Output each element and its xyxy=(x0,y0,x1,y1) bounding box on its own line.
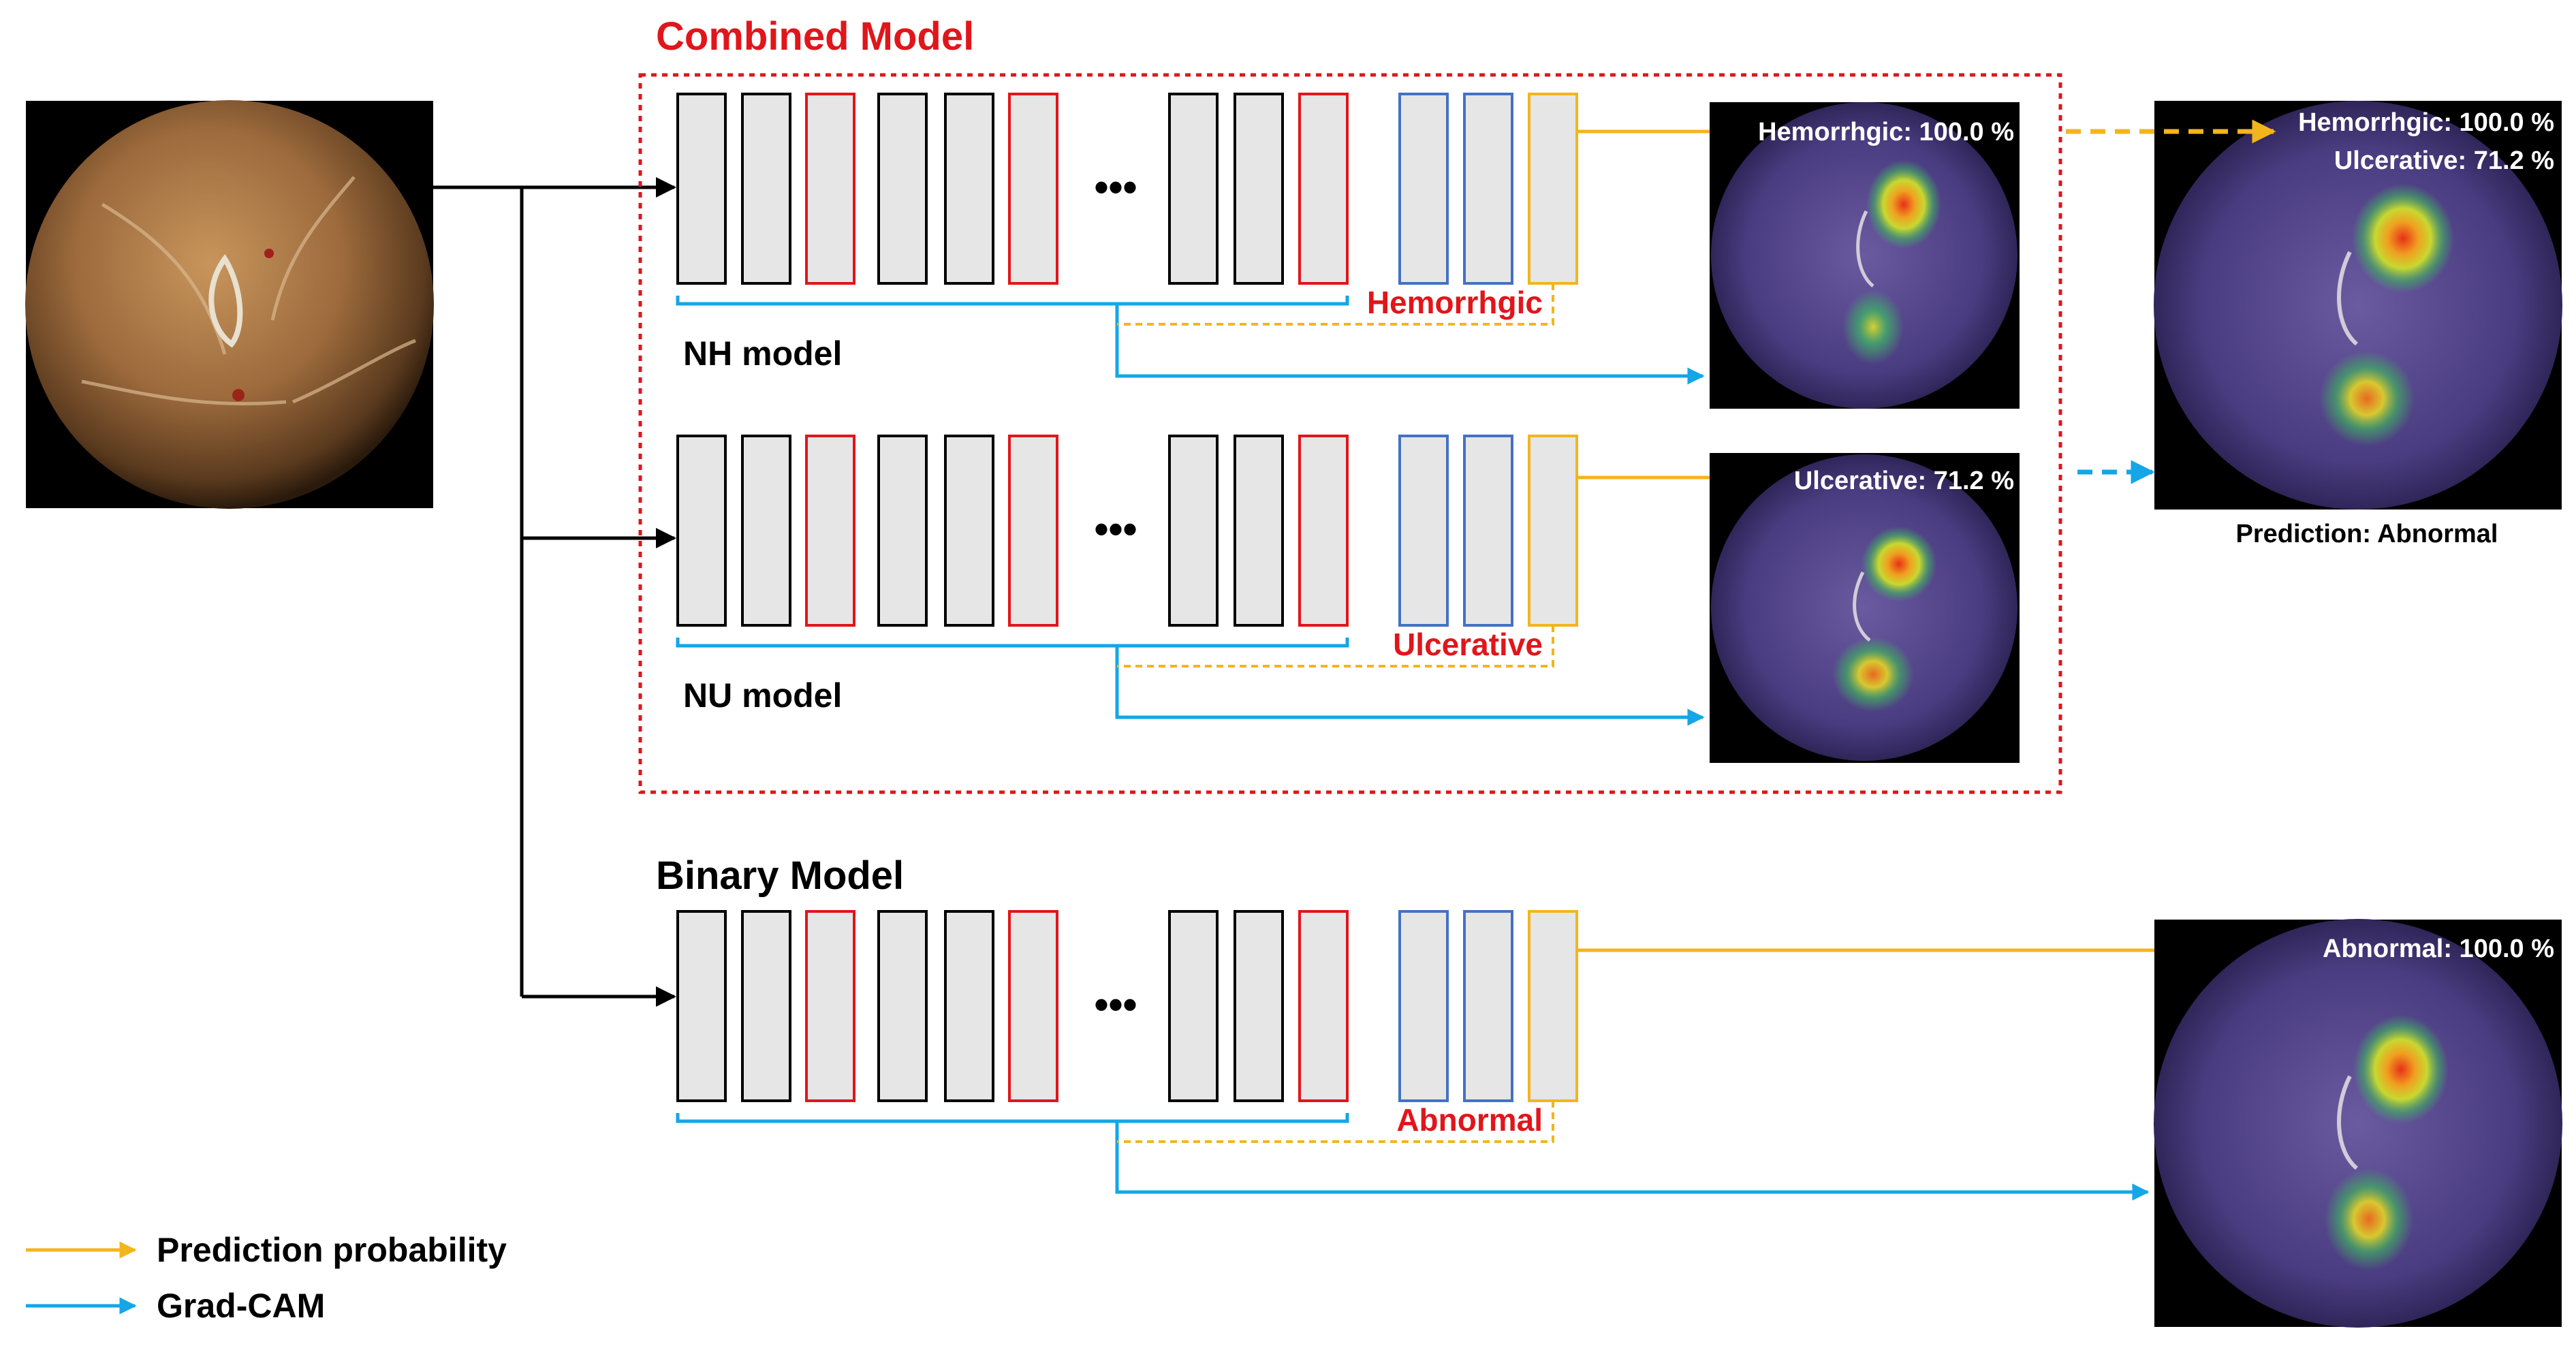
conv-layer-block xyxy=(1234,435,1284,627)
conv-layer-block xyxy=(676,910,727,1102)
conv-layer-block xyxy=(1234,910,1284,1102)
ellipsis-dots: ••• xyxy=(1094,506,1137,552)
conv-layer-block xyxy=(1168,435,1219,627)
gradcam-arrow xyxy=(1115,1121,2150,1201)
network-nu: ••• Ulcerative NU model xyxy=(676,435,1746,726)
heatmap-binary: Abnormal: 100.0 % xyxy=(2154,919,2562,1328)
binary-prediction-text: Abnormal: 100.0 % xyxy=(2323,935,2554,963)
legend: Prediction probability Grad-CAM xyxy=(26,1231,507,1325)
pool-layer-block xyxy=(1008,910,1058,1102)
legend-gradcam-label: Grad-CAM xyxy=(157,1287,325,1325)
heatmap-nu: Ulcerative: 71.2 % xyxy=(1710,453,2020,763)
pool-layer-block xyxy=(1008,435,1058,627)
class-feedback-dashed xyxy=(1117,283,1554,326)
combined-prediction-caption: Prediction: Abnormal xyxy=(2236,520,2498,548)
fc-layer-block xyxy=(1398,435,1449,627)
conv-layer-block xyxy=(676,93,727,285)
conv-layer-block xyxy=(944,910,994,1102)
input-connectors xyxy=(433,177,676,1007)
output-layer-block xyxy=(1528,435,1578,627)
gradcam-arrow xyxy=(1115,646,1705,726)
combined-prediction-line2: Ulcerative: 71.2 % xyxy=(2334,146,2554,175)
conv-layer-block xyxy=(944,93,994,285)
combined-arrows xyxy=(2066,119,2276,484)
conv-layer-block xyxy=(741,93,791,285)
ellipsis-dots: ••• xyxy=(1094,982,1137,1027)
class-feedback-dashed xyxy=(1117,625,1554,668)
conv-layer-block xyxy=(1168,93,1219,285)
feature-bracket xyxy=(676,296,1349,306)
conv-layer-block xyxy=(877,93,928,285)
pool-layer-block xyxy=(1008,93,1058,285)
nh-prediction-text: Hemorrhgic: 100.0 % xyxy=(1758,118,2014,146)
binary-model-title: Binary Model xyxy=(656,854,904,898)
network-binary: ••• Abnormal xyxy=(676,910,2280,1201)
combined-prediction-line1: Hemorrhgic: 100.0 % xyxy=(2298,108,2554,137)
ellipsis-dots: ••• xyxy=(1094,164,1137,210)
model-name: NU model xyxy=(683,676,842,715)
heatmap-combined: Hemorrhgic: 100.0 % Ulcerative: 71.2 % xyxy=(2154,101,2562,510)
output-layer-block xyxy=(1528,93,1578,285)
pool-layer-block xyxy=(1298,435,1349,627)
pool-layer-block xyxy=(805,435,855,627)
combined-model-title: Combined Model xyxy=(656,14,974,59)
output-layer-block xyxy=(1528,910,1578,1102)
feature-bracket xyxy=(676,638,1349,648)
class-feedback-dashed xyxy=(1117,1101,1554,1143)
gradcam-arrow xyxy=(1115,304,1705,385)
conv-layer-block xyxy=(944,435,994,627)
fc-layer-block xyxy=(1463,93,1513,285)
conv-layer-block xyxy=(741,435,791,627)
heatmap-nh: Hemorrhgic: 100.0 % xyxy=(1710,102,2020,409)
model-name: NH model xyxy=(683,334,842,373)
pool-layer-block xyxy=(805,93,855,285)
fc-layer-block xyxy=(1463,910,1513,1102)
class-label: Abnormal xyxy=(1396,1102,1543,1138)
class-label: Ulcerative xyxy=(1393,627,1543,662)
conv-layer-block xyxy=(877,910,928,1102)
class-label: Hemorrhgic xyxy=(1367,285,1543,320)
fc-layer-block xyxy=(1463,435,1513,627)
feature-bracket xyxy=(676,1113,1349,1123)
conv-layer-block xyxy=(1168,910,1219,1102)
pool-layer-block xyxy=(1298,910,1349,1102)
conv-layer-block xyxy=(1234,93,1284,285)
combined-model-box xyxy=(638,73,2062,794)
input-image xyxy=(25,100,434,509)
conv-layer-block xyxy=(741,910,791,1102)
fc-layer-block xyxy=(1398,93,1449,285)
network-rows: ••• Hemorrhgic NH model ••• Ulcerative NU mod… xyxy=(676,93,2280,1201)
conv-layer-block xyxy=(676,435,727,627)
network-nh: ••• Hemorrhgic NH model xyxy=(676,93,1746,385)
pool-layer-block xyxy=(1298,93,1349,285)
fc-layer-block xyxy=(1398,910,1449,1102)
conv-layer-block xyxy=(877,435,928,627)
pool-layer-block xyxy=(805,910,855,1102)
legend-prediction-label: Prediction probability xyxy=(157,1231,507,1269)
nu-prediction-text: Ulcerative: 71.2 % xyxy=(1794,467,2014,495)
